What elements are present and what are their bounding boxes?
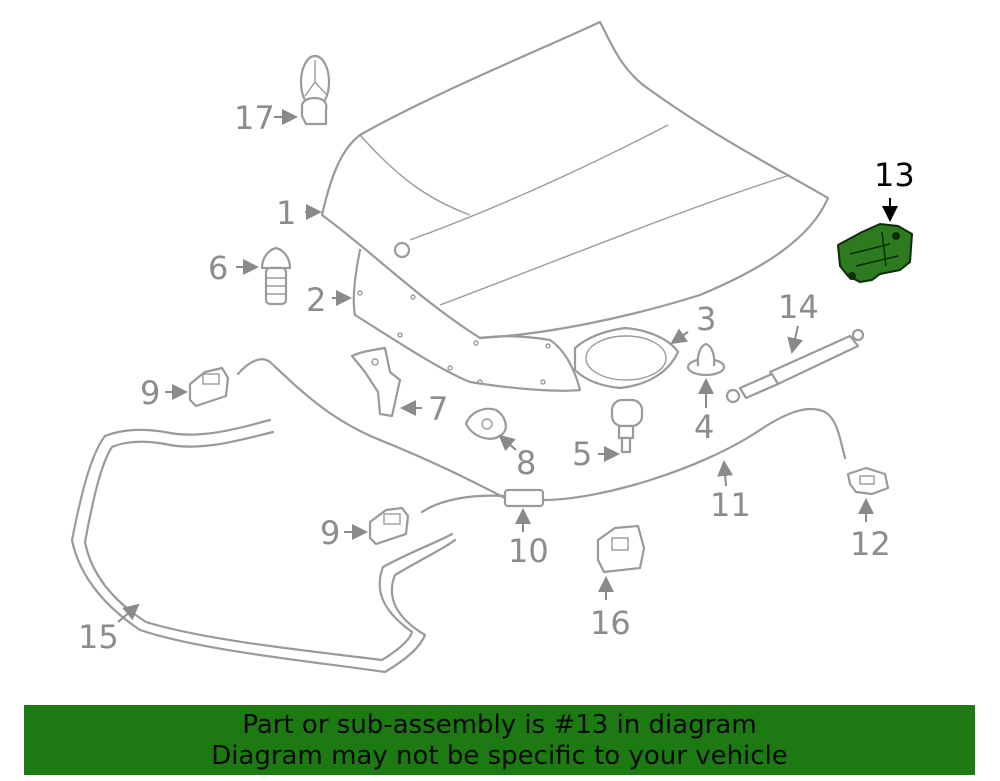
info-banner: Part or sub-assembly is #13 in diagram D… [24, 705, 975, 775]
bracket-part-9a[interactable] [188, 366, 230, 408]
emblem-part-17[interactable] [299, 54, 331, 126]
latch-retainer-part-8[interactable] [464, 407, 507, 440]
callout-11: 11 [710, 486, 751, 524]
banner-line-2: Diagram may not be specific to your vehi… [211, 741, 788, 771]
callout-14: 14 [778, 288, 819, 326]
callout-12: 12 [850, 525, 891, 563]
gas-strut-part-14[interactable] [725, 328, 865, 404]
buffer-part-5[interactable] [610, 398, 644, 454]
bumper-stop-part-4[interactable] [686, 342, 726, 377]
callout-4: 4 [694, 408, 714, 446]
callout-1: 1 [276, 194, 296, 232]
latch-part-12[interactable] [846, 466, 890, 496]
callout-15: 15 [78, 618, 119, 656]
hood-part-1[interactable] [320, 20, 830, 340]
release-cable[interactable] [236, 358, 847, 514]
callout-10: 10 [508, 532, 549, 570]
bracket-part-16[interactable] [596, 524, 646, 574]
callout-13: 13 [874, 156, 915, 194]
callout-5: 5 [572, 435, 592, 473]
callout-9a: 9 [140, 374, 160, 412]
callout-labels: 1 2 3 4 5 6 7 8 9 9 10 11 12 13 14 15 16… [78, 99, 915, 656]
callout-2: 2 [306, 281, 326, 319]
cover-plate-part-3[interactable] [573, 326, 680, 390]
callout-9b: 9 [320, 514, 340, 552]
clip-part-6[interactable] [260, 246, 292, 306]
parts-diagram: 1 2 3 4 5 6 7 8 9 9 10 11 12 13 14 15 16… [70, 20, 915, 674]
callout-8: 8 [516, 444, 536, 482]
callout-16: 16 [590, 604, 631, 642]
callout-6: 6 [208, 249, 228, 287]
callout-17: 17 [234, 99, 275, 137]
hood-latch-part-13-highlighted[interactable] [837, 223, 913, 283]
callout-7: 7 [428, 390, 448, 428]
release-handle-part-10[interactable] [503, 488, 545, 508]
callout-3: 3 [696, 300, 716, 338]
banner-line-1: Part or sub-assembly is #13 in diagram [242, 710, 757, 740]
seal-part-15[interactable] [70, 418, 457, 674]
leader-lines [117, 109, 898, 623]
bracket-part-9b[interactable] [368, 506, 410, 546]
hinge-bracket-part-7[interactable] [350, 346, 402, 418]
hood-inner-panel-part-2[interactable] [352, 248, 582, 392]
